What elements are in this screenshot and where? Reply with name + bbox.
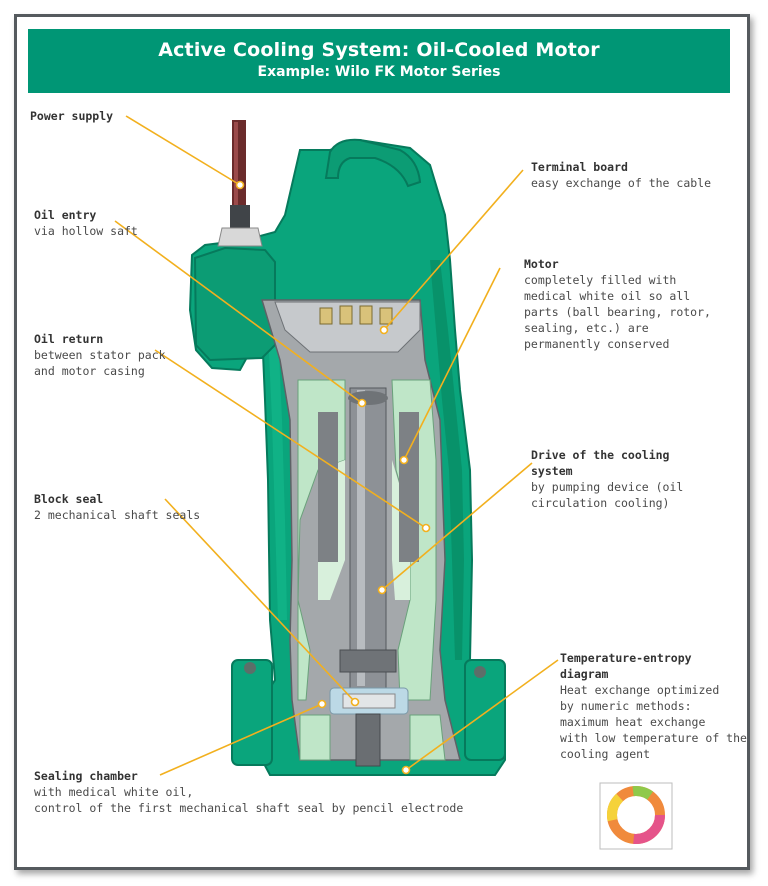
callout-power-supply: Power supply — [30, 108, 113, 124]
callout-block-seal: Block seal 2 mechanical shaft seals — [34, 491, 200, 523]
callout-body: via hollow saft — [34, 224, 138, 238]
leader-endpoints — [235, 180, 431, 775]
callout-heading: Terminal board — [531, 160, 628, 174]
callout-heading: Motor — [524, 257, 559, 271]
callout-sealing-chamber: Sealing chamber with medical white oil, … — [34, 768, 463, 816]
leader-sealing-chamber — [159, 703, 323, 776]
callout-drive-cooling: Drive of the cooling system by pumping d… — [531, 447, 683, 511]
callout-heading: Sealing chamber — [34, 769, 138, 783]
leader-terminal-board — [383, 169, 524, 331]
leader-temp-entropy — [405, 659, 559, 771]
title-banner: Active Cooling System: Oil-Cooled Motor … — [28, 29, 730, 93]
callout-motor: Motor completely filled with medical whi… — [524, 256, 711, 352]
callout-body: Heat exchange optimized by numeric metho… — [560, 683, 747, 761]
cutaway-interior — [260, 299, 461, 767]
callout-heading: Oil return — [34, 332, 104, 346]
callout-body: with medical white oil, control of the f… — [34, 785, 464, 815]
callout-heading: Temperature-entropy diagram — [560, 651, 692, 681]
callout-oil-return: Oil return between stator pack and motor… — [34, 331, 166, 379]
page-subtitle: Example: Wilo FK Motor Series — [257, 64, 501, 80]
leader-motor — [403, 267, 501, 461]
callout-heading: Drive of the cooling system — [531, 448, 670, 478]
page-title: Active Cooling System: Oil-Cooled Motor — [158, 39, 600, 61]
callout-heading: Power supply — [30, 109, 114, 123]
callout-oil-entry: Oil entry via hollow saft — [34, 207, 138, 239]
callout-temp-entropy: Temperature-entropy diagram Heat exchang… — [560, 650, 747, 762]
leader-lines — [114, 115, 559, 776]
leader-drive-cooling — [381, 462, 533, 591]
leader-oil-return — [154, 349, 427, 529]
callout-terminal-board: Terminal board easy exchange of the cabl… — [531, 159, 711, 191]
callout-heading: Oil entry — [34, 208, 97, 222]
leader-oil-entry — [114, 220, 363, 404]
callout-body: by pumping device (oil circulation cooli… — [531, 480, 684, 510]
callout-body: 2 mechanical shaft seals — [34, 508, 201, 522]
temperature-entropy-ring-icon — [599, 782, 673, 850]
leader-block-seal — [164, 498, 356, 703]
leader-power-supply — [125, 115, 241, 186]
callout-heading: Block seal — [34, 492, 104, 506]
callout-body: between stator pack and motor casing — [34, 348, 166, 378]
callout-body: completely filled with medical white oil… — [524, 273, 711, 351]
callout-body: easy exchange of the cable — [531, 176, 712, 190]
